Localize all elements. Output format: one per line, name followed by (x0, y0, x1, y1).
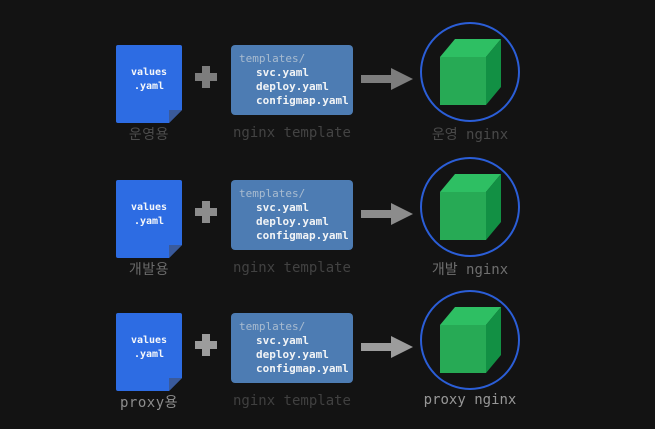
template-file-configmap: configmap.yaml (256, 229, 349, 242)
template-file-svc: svc.yaml (256, 334, 309, 347)
pipeline-row-production: values .yaml 운영용 templates/ svc.yaml dep… (0, 20, 655, 165)
values-filename-line1: values (130, 334, 168, 346)
cube-front-face (439, 192, 486, 240)
arrow-right-icon (361, 336, 413, 358)
values-filename-line1: values (130, 201, 168, 213)
template-file-configmap: configmap.yaml (256, 94, 349, 107)
plus-horizontal-bar (195, 73, 217, 81)
document-fold-corner (169, 110, 182, 123)
cube-top-face (439, 39, 501, 57)
template-file-deploy: deploy.yaml (256, 80, 329, 93)
result-label: 운영 nginx (431, 127, 509, 143)
cube-side-face (485, 307, 501, 373)
cube-side-face (485, 39, 501, 105)
template-file-deploy: deploy.yaml (256, 348, 329, 361)
result-circle (420, 290, 520, 390)
plus-icon (195, 66, 217, 88)
plus-horizontal-bar (195, 341, 217, 349)
cube-top-face (439, 174, 501, 192)
arrow-right-icon (361, 68, 413, 90)
document-fold-corner (169, 245, 182, 258)
values-usage-label: 운영용 (128, 127, 170, 143)
cube-top-face (439, 307, 501, 325)
cube-icon (439, 174, 501, 240)
templates-box: templates/ svc.yaml deploy.yaml configma… (231, 313, 353, 383)
pipeline-row-proxy: values .yaml proxy용 templates/ svc.yaml … (0, 288, 655, 429)
result-circle (420, 22, 520, 122)
arrow-right-icon (361, 203, 413, 225)
cube-front-face (439, 325, 486, 373)
template-file-svc: svc.yaml (256, 201, 309, 214)
templates-dir: templates/ (239, 187, 306, 200)
values-usage-label: 개발용 (128, 262, 170, 278)
values-yaml-document: values .yaml (116, 45, 182, 123)
values-filename-line1: values (130, 66, 168, 78)
template-label: nginx template (232, 125, 351, 141)
plus-icon (195, 334, 217, 356)
template-label: nginx template (232, 393, 351, 409)
document-fold-corner (169, 378, 182, 391)
template-label: nginx template (232, 260, 351, 276)
templates-dir: templates/ (239, 52, 306, 65)
values-filename-line2: .yaml (133, 216, 165, 227)
values-filename-line2: .yaml (133, 349, 165, 360)
cube-front-face (439, 57, 486, 105)
template-file-configmap: configmap.yaml (256, 362, 349, 375)
plus-horizontal-bar (195, 208, 217, 216)
templates-dir: templates/ (239, 320, 306, 333)
cube-icon (439, 307, 501, 373)
values-filename-line2: .yaml (133, 81, 165, 92)
template-file-svc: svc.yaml (256, 66, 309, 79)
plus-icon (195, 201, 217, 223)
result-circle (420, 157, 520, 257)
cube-side-face (485, 174, 501, 240)
template-file-deploy: deploy.yaml (256, 215, 329, 228)
result-label: proxy nginx (423, 392, 517, 408)
result-label: 개발 nginx (431, 262, 509, 278)
values-usage-label: proxy용 (119, 395, 179, 411)
templates-box: templates/ svc.yaml deploy.yaml configma… (231, 180, 353, 250)
pipeline-row-development: values .yaml 개발용 templates/ svc.yaml dep… (0, 155, 655, 300)
templates-box: templates/ svc.yaml deploy.yaml configma… (231, 45, 353, 115)
cube-icon (439, 39, 501, 105)
